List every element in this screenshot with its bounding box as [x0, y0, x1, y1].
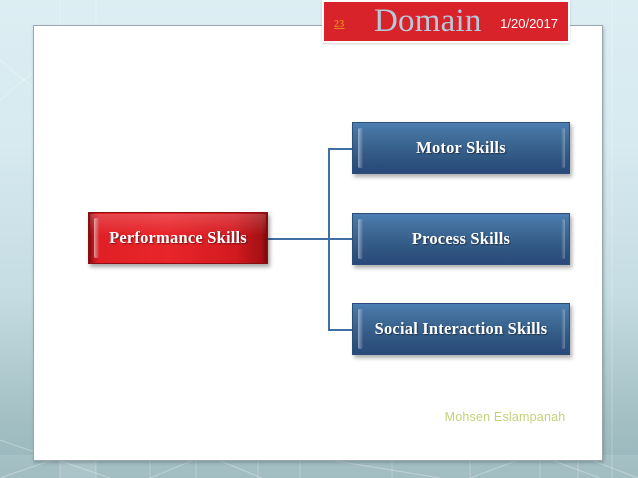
connector-branch-2 [328, 238, 353, 240]
connector-branch-1 [328, 148, 353, 150]
connector-branch-3 [328, 329, 353, 331]
slide-date: 1/20/2017 [500, 16, 558, 31]
node-motor-skills[interactable]: Motor Skills [352, 122, 570, 174]
node-label: Process Skills [411, 229, 511, 248]
node-process-skills[interactable]: Process Skills [352, 213, 570, 265]
node-performance-skills[interactable]: Performance Skills [88, 212, 268, 264]
node-label: Social Interaction Skills [374, 319, 548, 338]
org-chart-diagram: Performance Skills Motor Skills Process … [33, 25, 603, 461]
node-label: Motor Skills [416, 138, 506, 157]
node-label: Performance Skills [109, 228, 247, 247]
author-credit: Mohsen Eslampanah [444, 410, 566, 424]
node-social-interaction-skills[interactable]: Social Interaction Skills [352, 303, 570, 355]
connector-root-stem [268, 238, 330, 240]
page-title: Domain [374, 3, 482, 39]
slide-number: 23 [334, 19, 345, 30]
slide-title-banner: 23 Domain 1/20/2017 [322, 0, 570, 43]
